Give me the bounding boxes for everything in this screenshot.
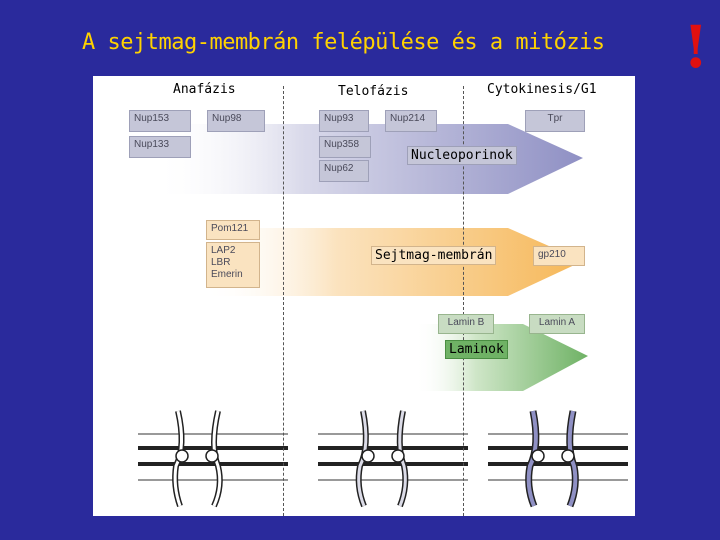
box-pom121: Pom121 bbox=[206, 220, 260, 240]
nucleoporin-arrow bbox=[153, 124, 583, 194]
box-lap2-lbr-emerin: LAP2 LBR Emerin bbox=[206, 242, 260, 288]
box-lamin-b: Lamin B bbox=[438, 314, 494, 334]
diagram-panel: Anafázis Telofázis Cytokinesis/G1 Nup153… bbox=[93, 76, 635, 516]
label-lamins: Laminok bbox=[445, 340, 508, 359]
box-lbr-label: LBR bbox=[211, 257, 231, 268]
nuclear-envelope-illustration-telophase bbox=[318, 410, 468, 508]
box-nup62: Nup62 bbox=[319, 160, 369, 182]
phase-label-telophase: Telofázis bbox=[334, 82, 413, 101]
divider-anaphase-telophase bbox=[283, 86, 284, 516]
diagram-graphics bbox=[138, 124, 628, 508]
box-nup358: Nup358 bbox=[319, 136, 371, 158]
nuclear-envelope-illustration-anaphase bbox=[138, 410, 288, 508]
box-nup214: Nup214 bbox=[385, 110, 437, 132]
box-lamin-a: Lamin A bbox=[529, 314, 585, 334]
box-lap2-label: LAP2 bbox=[211, 245, 236, 256]
label-nucleoporins: Nucleoporinok bbox=[407, 146, 517, 165]
box-gp210: gp210 bbox=[533, 246, 585, 266]
exclamation-mark: ! bbox=[683, 13, 709, 81]
divider-telophase-cytokinesis bbox=[463, 86, 464, 516]
phase-label-anaphase: Anafázis bbox=[169, 80, 240, 99]
box-nup98: Nup98 bbox=[207, 110, 265, 132]
slide-title: A sejtmag-membrán felépülése és a mitózi… bbox=[82, 30, 605, 55]
phase-label-cytokinesis: Cytokinesis/G1 bbox=[483, 80, 601, 99]
box-emerin-label: Emerin bbox=[211, 269, 243, 280]
nuclear-envelope-illustration-g1 bbox=[488, 410, 628, 508]
box-tpr: Tpr bbox=[525, 110, 585, 132]
label-nuclear-membrane: Sejtmag-membrán bbox=[371, 246, 497, 265]
box-nup153: Nup153 bbox=[129, 110, 191, 132]
box-nup93: Nup93 bbox=[319, 110, 369, 132]
box-nup133: Nup133 bbox=[129, 136, 191, 158]
